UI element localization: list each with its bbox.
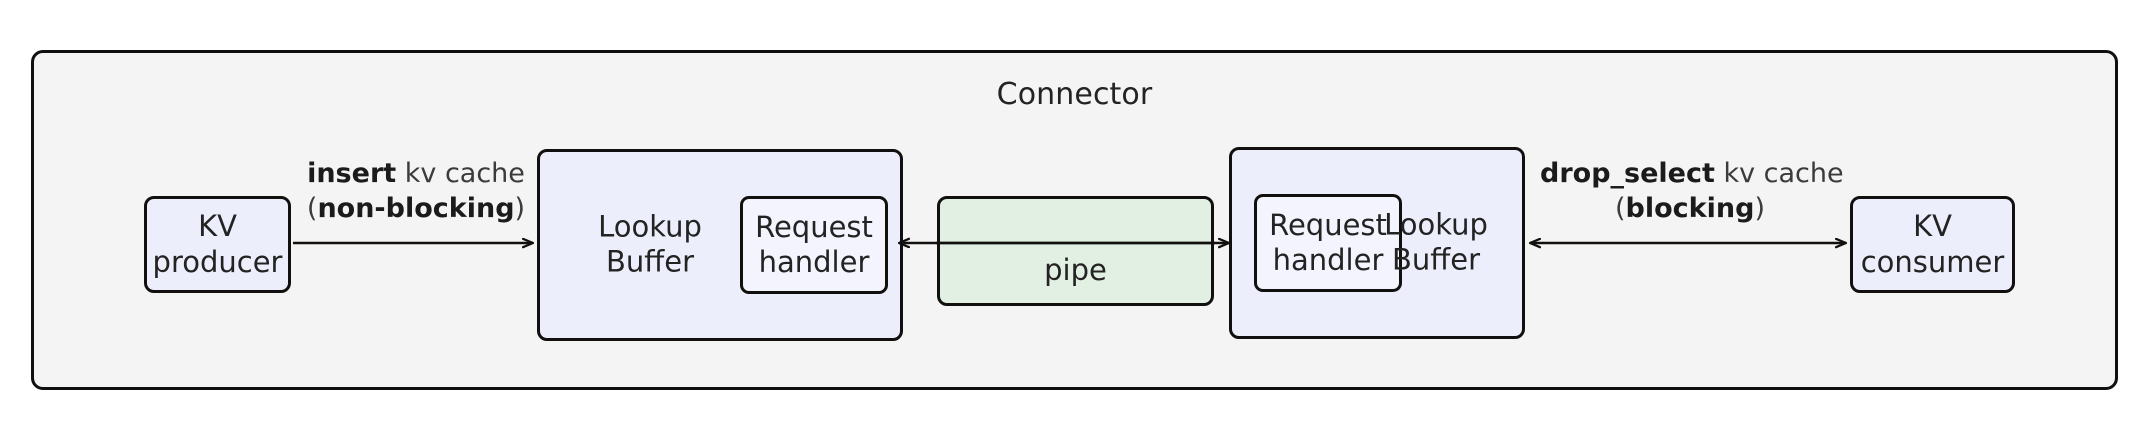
edge-label-drop-select-line1: drop_select kv cache [1540,156,1844,191]
pipe-node[interactable]: pipe [937,196,1214,306]
edge-label-drop-select-op: drop_select [1540,158,1715,189]
kv-producer-label: KV producer [152,209,283,279]
request-handler-left-node[interactable]: Request handler [740,196,888,294]
request-handler-right-label: Request handler [1269,207,1387,277]
edge-label-drop-select-mode: blocking [1625,193,1755,225]
lookup-buffer-left-label: Lookup Buffer [598,209,702,279]
edge-label-insert-mode: non-blocking [317,193,515,225]
pipe-label: pipe [1044,253,1107,287]
kv-consumer-node[interactable]: KV consumer [1850,196,2015,293]
edge-label-drop-select-open-paren: ( [1615,193,1626,225]
request-handler-right-node[interactable]: Request handler [1254,194,1402,292]
request-handler-left-label: Request handler [755,209,873,279]
kv-consumer-label: KV consumer [1860,209,2005,279]
lookup-buffer-right-node[interactable]: Request handler Lookup Buffer [1229,147,1525,339]
edge-label-insert-line1: insert kv cache [300,156,532,191]
edge-label-insert-close-paren: ) [514,193,526,225]
edge-label-insert-line2: (non-blocking) [300,191,532,226]
edge-label-insert: insert kv cache (non-blocking) [300,156,532,226]
edge-label-drop-select-object: kv cache [1714,158,1844,189]
edge-label-drop-select-line2: (blocking) [1540,191,1840,226]
connector-title: Connector [996,77,1153,112]
edge-label-drop-select-close-paren: ) [1754,193,1765,225]
edge-label-insert-open-paren: ( [306,193,318,225]
edge-label-drop-select: drop_select kv cache (blocking) [1540,156,1844,226]
edge-label-insert-object: kv cache [396,158,525,189]
edge-label-insert-op: insert [307,158,397,189]
kv-producer-node[interactable]: KV producer [144,196,291,293]
lookup-buffer-left-node[interactable]: Lookup Buffer Request handler [537,149,903,341]
lookup-buffer-right-label: Lookup Buffer [1384,207,1488,277]
